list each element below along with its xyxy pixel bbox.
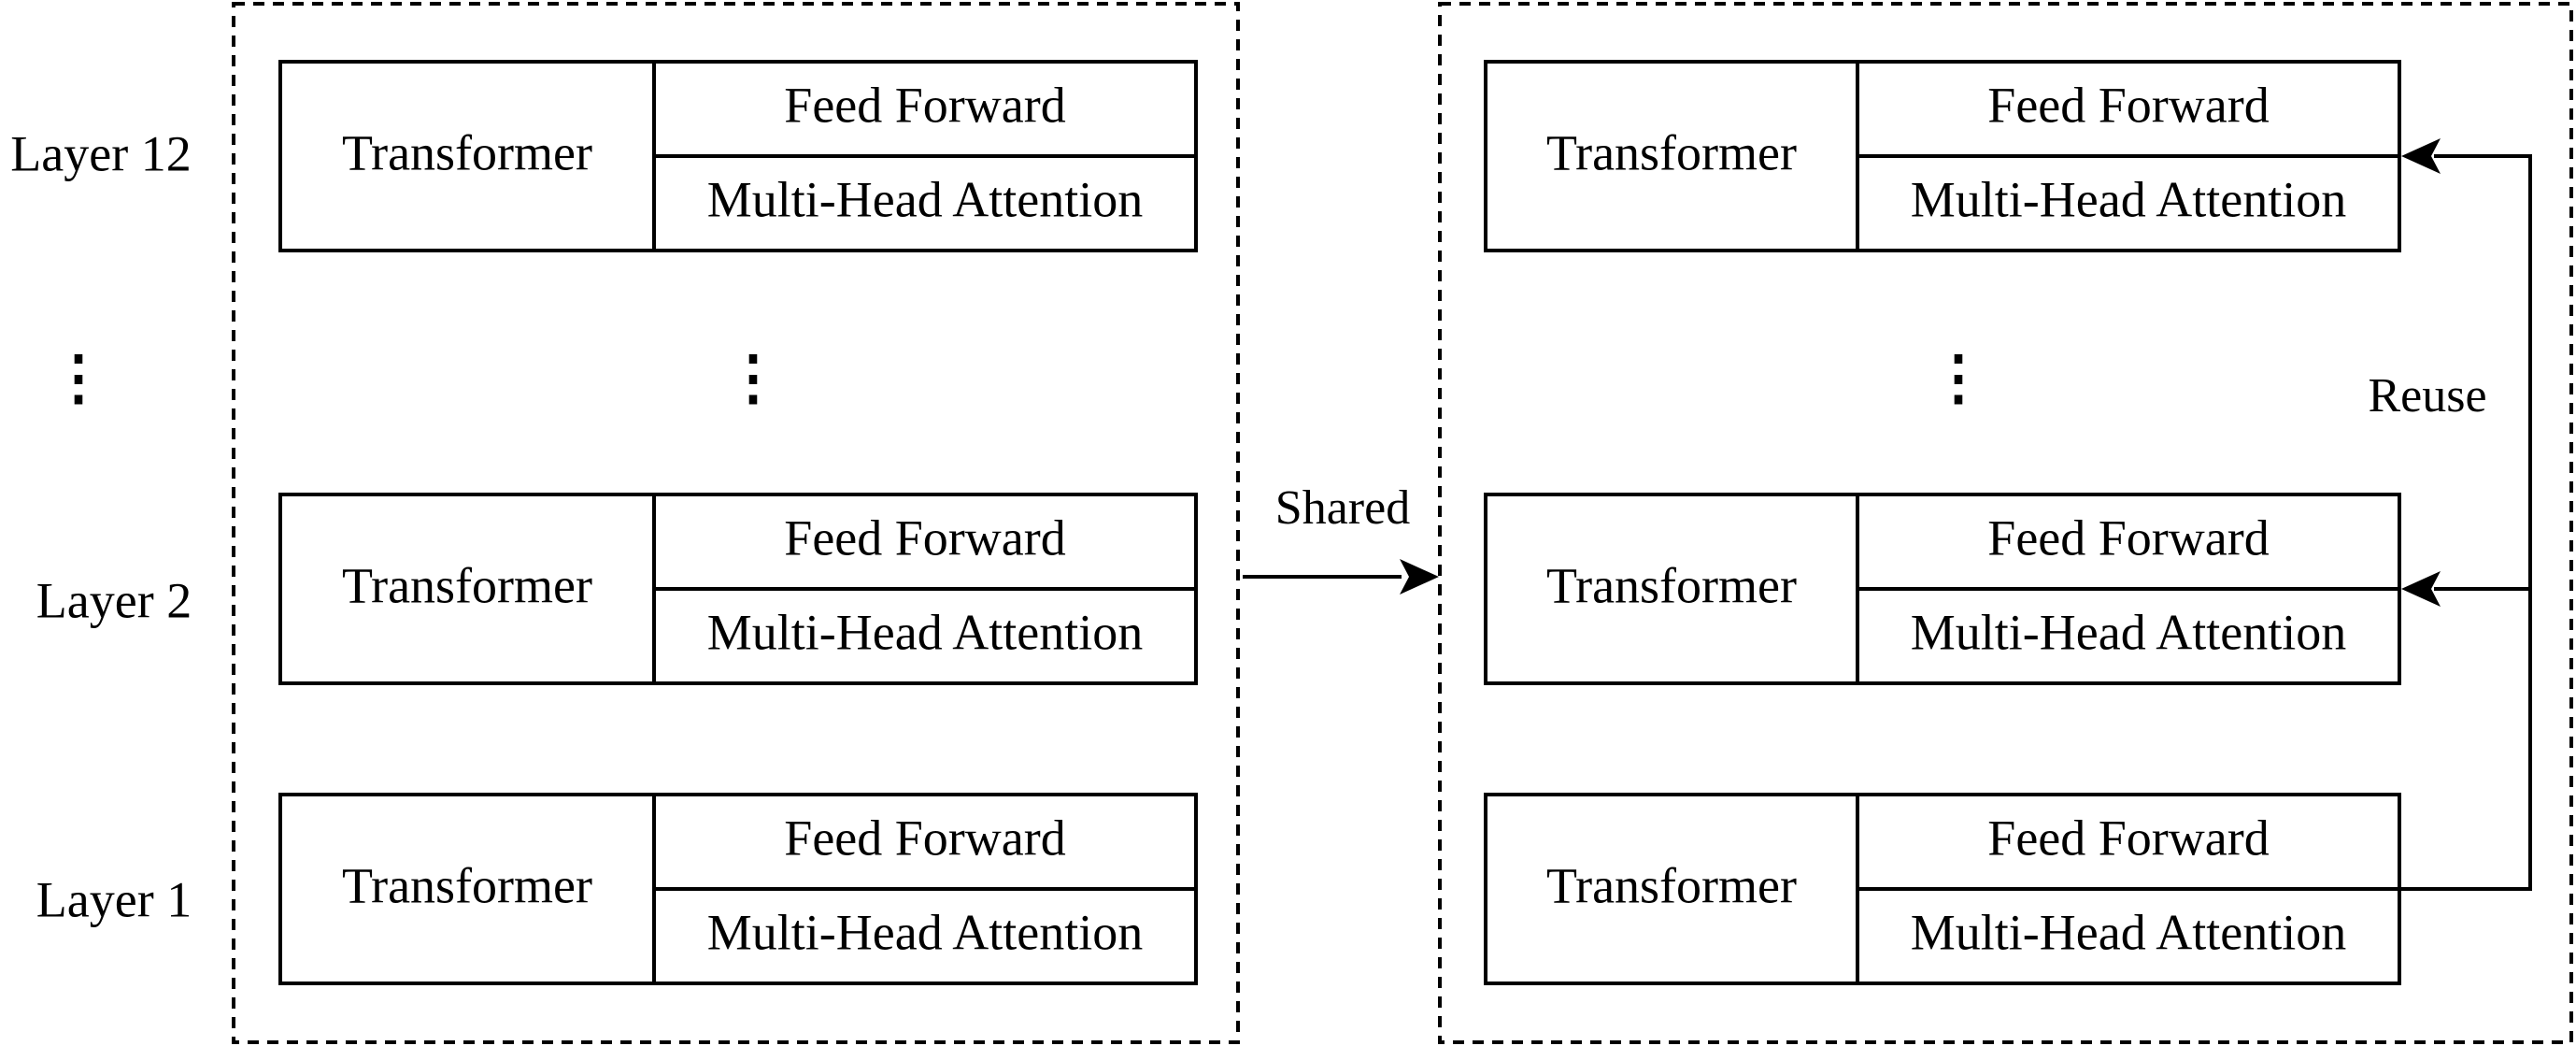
right-top-block: Transformer Feed Forward Multi-Head Atte… (1484, 60, 2401, 252)
layer-label-ellipsis: ⋮ (49, 345, 108, 411)
right-panel-border (1438, 2, 2573, 1044)
shared-label: Shared (1275, 481, 1410, 535)
multi-head-attention-box (1856, 154, 2401, 252)
feed-forward-box (652, 793, 1198, 891)
transformer-box (278, 60, 656, 252)
transformer-label: Transformer (342, 557, 592, 613)
feed-forward-box (652, 60, 1198, 158)
transformer-label: Transformer (1546, 857, 1797, 913)
multi-head-attention-label: Multi-Head Attention (707, 171, 1143, 227)
feed-forward-label: Feed Forward (784, 77, 1065, 133)
transformer-label: Transformer (342, 857, 592, 913)
multi-head-attention-label: Multi-Head Attention (1911, 604, 2346, 660)
feed-forward-label: Feed Forward (1987, 77, 2269, 133)
transformer-box (1484, 493, 1859, 685)
multi-head-attention-label: Multi-Head Attention (1911, 171, 2346, 227)
left-block-ellipsis: ⋮ (723, 345, 783, 411)
multi-head-attention-box (652, 154, 1198, 252)
layer-label-1: Layer 1 (36, 871, 192, 927)
left-layer-12-block: Transformer Feed Forward Multi-Head Atte… (278, 60, 1198, 252)
feed-forward-label: Feed Forward (1987, 509, 2269, 566)
layer-label-12: Layer 12 (10, 125, 191, 181)
right-middle-block: Transformer Feed Forward Multi-Head Atte… (1484, 493, 2401, 685)
multi-head-attention-box (652, 587, 1198, 685)
left-layer-1-block: Transformer Feed Forward Multi-Head Atte… (278, 793, 1198, 985)
multi-head-attention-label: Multi-Head Attention (1911, 904, 2346, 960)
transformer-label: Transformer (342, 124, 592, 180)
shared-arrowhead (1400, 559, 1439, 595)
transformer-label: Transformer (1546, 124, 1797, 180)
reuse-path-line (2399, 154, 2532, 891)
feed-forward-label: Feed Forward (784, 810, 1065, 866)
multi-head-attention-box (1856, 887, 2401, 985)
shared-arrow: Shared (1243, 481, 1439, 595)
multi-head-attention-label: Multi-Head Attention (707, 904, 1143, 960)
feed-forward-label: Feed Forward (1987, 810, 2269, 866)
reuse-label: Reuse (2368, 369, 2486, 423)
right-block-ellipsis: ⋮ (1928, 345, 1988, 411)
multi-head-attention-box (1856, 587, 2401, 685)
right-bottom-block: Transformer Feed Forward Multi-Head Atte… (1484, 793, 2401, 985)
feed-forward-box (1856, 493, 2401, 591)
transformer-label: Transformer (1546, 557, 1797, 613)
layer-label-2: Layer 2 (36, 572, 192, 628)
feed-forward-box (1856, 60, 2401, 158)
reuse-arrowhead-middle (2401, 571, 2441, 607)
feed-forward-box (1856, 793, 2401, 891)
reuse-arrows (2399, 138, 2532, 891)
left-layer-2-block: Transformer Feed Forward Multi-Head Atte… (278, 493, 1198, 685)
feed-forward-label: Feed Forward (784, 509, 1065, 566)
multi-head-attention-box (652, 887, 1198, 985)
reuse-arrowhead-top (2401, 138, 2441, 174)
transformer-box (278, 493, 656, 685)
transformer-box (278, 793, 656, 985)
transformer-box (1484, 60, 1859, 252)
multi-head-attention-label: Multi-Head Attention (707, 604, 1143, 660)
